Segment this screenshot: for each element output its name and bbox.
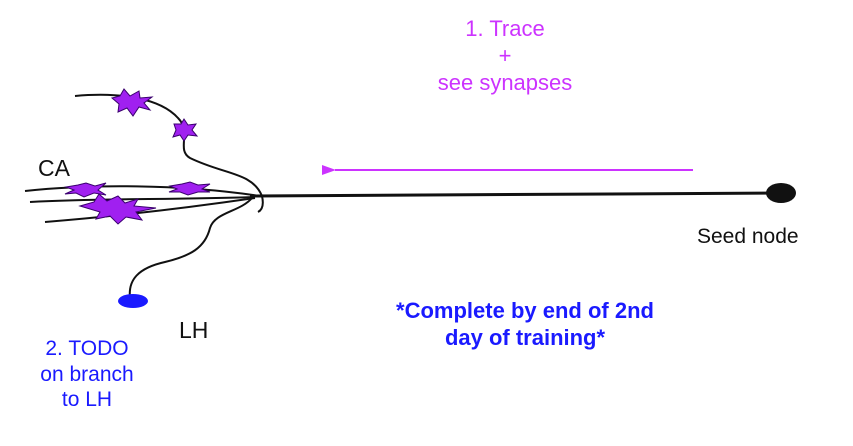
step1-line-1: 1. Trace	[465, 16, 545, 41]
synapse-marker	[78, 193, 157, 225]
step1-trace-label: 1. Trace + see synapses	[400, 16, 610, 96]
synapse-marker	[168, 181, 211, 196]
main-axon-branch	[249, 191, 781, 198]
step2-line-3: to LH	[61, 388, 113, 412]
ca-label: CA	[38, 155, 70, 181]
seed-node-label: Seed node	[697, 225, 799, 248]
step2-todo-label: 2. TODO on branch to LH	[12, 336, 162, 413]
step2-line-1: 2. TODO	[45, 337, 129, 360]
step1-line-3: see synapses	[437, 69, 573, 95]
ca-branch-lower	[29, 196, 256, 203]
lh-branch	[128, 197, 253, 299]
deadline-line-2: day of training*	[444, 324, 606, 350]
lh-label: LH	[179, 317, 209, 343]
ca-branch-middle	[24, 185, 261, 197]
deadline-note: *Complete by end of 2nd day of training*	[345, 298, 705, 352]
todo-node	[118, 294, 148, 308]
ca-branch-bottom	[44, 197, 256, 223]
synapse-marker	[64, 182, 107, 198]
seed-node	[766, 183, 796, 203]
synapse-marker	[172, 118, 199, 142]
step2-line-2: on branch	[40, 362, 134, 386]
step1-line-2: +	[498, 42, 512, 68]
synapse-marker	[110, 88, 154, 117]
deadline-line-1: *Complete by end of 2nd	[396, 298, 654, 323]
